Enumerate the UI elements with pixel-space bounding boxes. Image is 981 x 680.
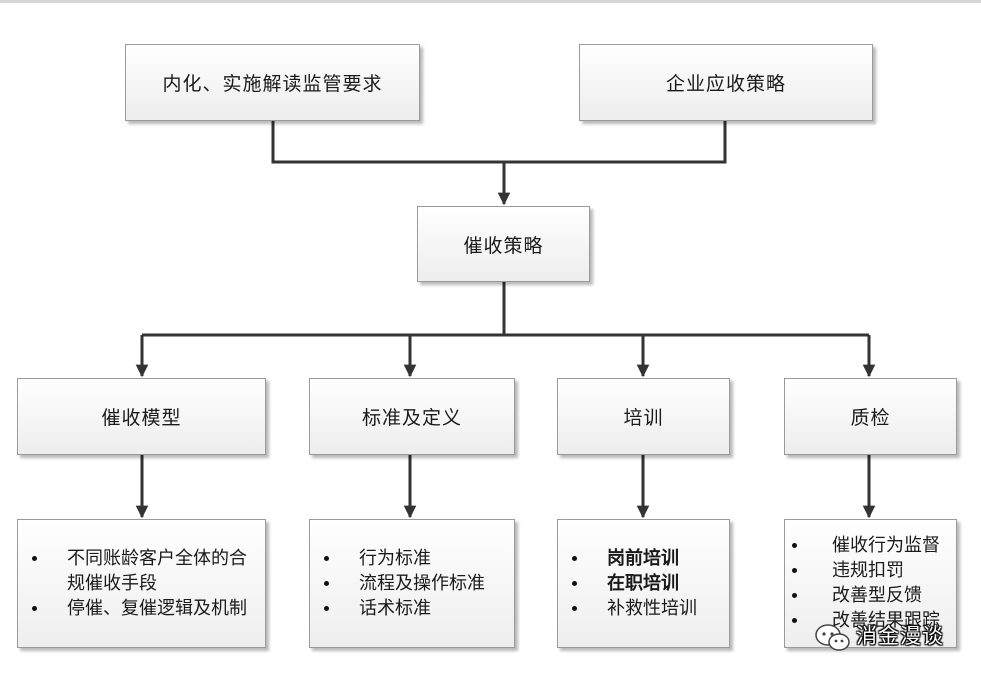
list-item: 行为标准	[310, 546, 510, 571]
node-label: 催收策略	[463, 234, 544, 257]
list-item-line: 在职培训	[607, 573, 679, 594]
list-item-line: 规催收手段	[67, 573, 157, 594]
list-item-line: 改善结果跟踪	[832, 610, 940, 631]
list-item: 在职培训	[558, 571, 725, 596]
category-node-model: 催收模型	[17, 378, 266, 455]
regulatory-requirements-node: 内化、实施解读监管要求	[125, 44, 420, 121]
list-item-line: 停催、复催逻辑及机制	[67, 598, 247, 619]
list-item-line: 违规扣罚	[832, 560, 904, 581]
list-item-line: 补救性培训	[607, 598, 697, 619]
list-item-line: 行为标准	[359, 548, 431, 569]
node-label: 标准及定义	[361, 407, 462, 429]
top-border	[0, 0, 981, 3]
node-label: 催收模型	[101, 407, 182, 429]
list-item: 催收行为监督	[785, 533, 952, 558]
category-node-training: 培训	[557, 378, 730, 455]
enterprise-strategy-node: 企业应收策略	[579, 44, 873, 121]
list-item: 流程及操作标准	[310, 571, 510, 596]
list-item-line: 话术标准	[359, 598, 431, 619]
list-item: 补救性培训	[558, 596, 725, 621]
list-item: 改善型反馈	[785, 583, 952, 608]
detail-list-training: 岗前培训 在职培训 补救性培训	[557, 519, 730, 648]
wechat-icon	[815, 624, 850, 651]
category-node-quality: 质检	[784, 378, 957, 455]
list-item: 停催、复催逻辑及机制	[18, 596, 259, 621]
node-label: 企业应收策略	[665, 73, 786, 95]
list-item-line: 催收行为监督	[832, 535, 940, 556]
detail-list-model: 不同账龄客户全体的合 规催收手段 停催、复催逻辑及机制	[17, 519, 266, 648]
merge-connector	[271, 121, 727, 164]
collection-strategy-node: 催收策略	[417, 206, 590, 282]
list-item: 话术标准	[310, 596, 510, 621]
list-item-line: 流程及操作标准	[359, 573, 485, 594]
detail-list-standards: 行为标准 流程及操作标准 话术标准	[309, 519, 515, 648]
category-node-standards: 标准及定义	[309, 378, 515, 455]
list-item: 违规扣罚	[785, 558, 952, 583]
list-item-line: 改善型反馈	[832, 585, 922, 606]
node-label: 质检	[850, 407, 891, 429]
list-item-line: 岗前培训	[607, 548, 679, 569]
watermark-text: 消金漫谈	[856, 624, 944, 648]
node-label: 内化、实施解读监管要求	[162, 73, 383, 95]
list-item: 不同账龄客户全体的合 规催收手段	[18, 546, 259, 596]
node-label: 培训	[623, 407, 664, 429]
list-item: 改善结果跟踪	[785, 608, 952, 633]
list-item-line: 不同账龄客户全体的合	[67, 548, 247, 569]
detail-list-quality: 催收行为监督 违规扣罚 改善型反馈 改善结果跟踪	[784, 519, 957, 648]
list-item: 岗前培训	[558, 546, 725, 571]
